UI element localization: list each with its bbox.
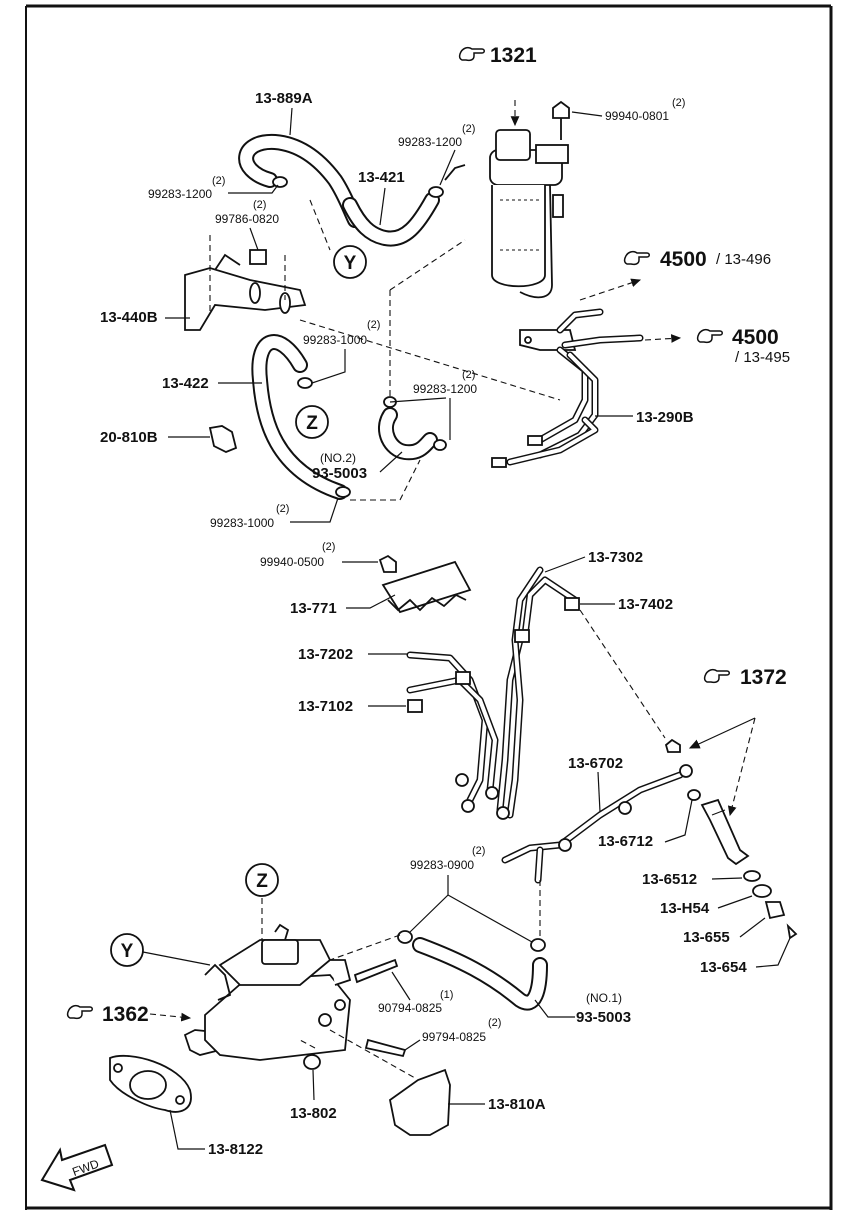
part-labels: 13-889A 13-421 13-440B 13-422 20-810B 13… — [100, 90, 791, 1158]
svg-text:4500: 4500 — [732, 326, 779, 349]
svg-text:(2): (2) — [672, 97, 685, 109]
circle-callout-Y-bottom: Y — [110, 933, 144, 967]
circle-callout-Z-top: Z — [295, 405, 329, 439]
svg-text:(2): (2) — [462, 369, 475, 381]
svg-text:(2): (2) — [488, 1017, 501, 1029]
ref-1372-arrow-b — [727, 717, 756, 817]
label-99283-1200-a: 99283-1200 — [398, 135, 462, 149]
label-13-7302: 13-7302 — [588, 549, 643, 566]
label-99283-1200-c: 99283-1200 — [413, 382, 477, 396]
svg-text:(1): (1) — [440, 989, 453, 1001]
label-13-6702: 13-6702 — [568, 755, 623, 772]
svg-text:1372: 1372 — [740, 666, 787, 689]
label-13-889A: 13-889A — [255, 90, 313, 107]
bracket-13-810A — [389, 1068, 451, 1136]
hose-93-5003-no1 — [397, 930, 548, 1011]
svg-text:(2): (2) — [322, 541, 335, 553]
svg-text:Z: Z — [256, 871, 268, 892]
gasket-13-8122 — [109, 1054, 192, 1113]
qty-no1: (NO.1) — [586, 991, 622, 1005]
pointing-hand-icon — [458, 46, 485, 62]
label-13-H54: 13-H54 — [660, 900, 710, 917]
fwd-arrow-icon: FWD — [40, 1143, 114, 1192]
ref-4500-13-495: 4500 / 13-495 — [696, 326, 790, 366]
hose-13-421 — [342, 186, 444, 247]
ref-1321: 1321 — [458, 44, 537, 67]
pointing-hand-icon — [66, 1004, 93, 1020]
svg-text:/ 13-495: / 13-495 — [735, 349, 790, 366]
circle-callout-Z-bottom: Z — [245, 863, 279, 897]
bracket-13-440B — [184, 249, 307, 331]
label-13-8122: 13-8122 — [208, 1141, 263, 1158]
label-13-6712: 13-6712 — [598, 833, 653, 850]
ref-1362: 1362 — [66, 1003, 149, 1026]
svg-text:(2): (2) — [367, 319, 380, 331]
dashed-guides-top — [209, 100, 682, 501]
svg-text:4500: 4500 — [660, 248, 707, 271]
pointing-hand-icon — [696, 328, 723, 344]
washer-13-802 — [303, 1054, 321, 1070]
label-99940-0801: 99940-0801 — [605, 109, 669, 123]
injection-pump — [183, 923, 352, 1061]
label-90794-0825: 90794-0825 — [378, 1001, 442, 1015]
ref-4500-13-496: 4500 / 13-496 — [623, 248, 771, 271]
label-13-6512: 13-6512 — [642, 871, 697, 888]
label-99283-0900: 99283-0900 — [410, 858, 474, 872]
pipe-assembly-13-290B — [491, 308, 644, 468]
injector — [700, 798, 798, 940]
label-13-7402: 13-7402 — [618, 596, 673, 613]
ref-1372: 1372 — [703, 666, 787, 689]
label-13-810A: 13-810A — [488, 1096, 546, 1113]
label-13-7102: 13-7102 — [298, 698, 353, 715]
clip-20-810B — [208, 425, 238, 453]
circle-callout-Y-top: Y — [333, 245, 367, 279]
label-99283-1000-a: 99283-1000 — [303, 333, 367, 347]
svg-text:/ 13-496: / 13-496 — [716, 251, 771, 268]
svg-text:(2): (2) — [472, 845, 485, 857]
qty-no2: (NO.2) — [320, 451, 356, 465]
label-13-290B: 13-290B — [636, 409, 694, 426]
label-93-5003-no1: 93-5003 — [576, 1009, 631, 1026]
label-13-771: 13-771 — [290, 600, 337, 617]
label-20-810B: 20-810B — [100, 429, 158, 446]
hose-13-889A — [238, 133, 363, 228]
injection-pipes — [378, 554, 580, 820]
pointing-hand-icon — [623, 250, 650, 266]
svg-text:(2): (2) — [212, 175, 225, 187]
label-13-802: 13-802 — [290, 1105, 337, 1122]
bolt-99794-0825 — [364, 1038, 407, 1058]
ref-1372-arrow-a — [688, 717, 756, 749]
dashed-guides-bottom — [149, 609, 666, 1079]
svg-text:(2): (2) — [253, 199, 266, 211]
label-99940-0500: 99940-0500 — [260, 555, 324, 569]
hose-93-5003-no2 — [378, 396, 447, 461]
hose-13-422 — [251, 334, 351, 500]
bolt-90794-0825 — [353, 958, 399, 984]
label-13-440B: 13-440B — [100, 309, 158, 326]
svg-text:(2): (2) — [276, 503, 289, 515]
leader-Y-bottom — [142, 951, 211, 966]
svg-text:1321: 1321 — [490, 44, 537, 67]
label-13-655: 13-655 — [683, 929, 730, 946]
label-13-654: 13-654 — [700, 959, 747, 976]
label-13-422: 13-422 — [162, 375, 209, 392]
pointing-hand-icon — [703, 668, 730, 684]
label-99283-1000-b: 99283-1000 — [210, 516, 274, 530]
label-13-421: 13-421 — [358, 169, 405, 186]
label-13-7202: 13-7202 — [298, 646, 353, 663]
page-frame — [25, 4, 833, 1210]
fuel-filter-assembly — [489, 100, 570, 299]
label-93-5003-no2: 93-5003 — [312, 465, 367, 482]
svg-text:1362: 1362 — [102, 1003, 149, 1026]
leak-pipe-13-6702 — [501, 738, 701, 884]
fastener-labels: (2) 99940-0801 (2) 99283-1200 (2) 99283-… — [148, 97, 685, 1051]
label-99786-0820: 99786-0820 — [215, 212, 279, 226]
label-99794-0825: 99794-0825 — [422, 1030, 486, 1044]
svg-text:Y: Y — [344, 253, 357, 274]
svg-text:Z: Z — [306, 413, 318, 434]
svg-text:Y: Y — [121, 941, 134, 962]
svg-text:(2): (2) — [462, 123, 475, 135]
label-99283-1200-b: 99283-1200 — [148, 187, 212, 201]
